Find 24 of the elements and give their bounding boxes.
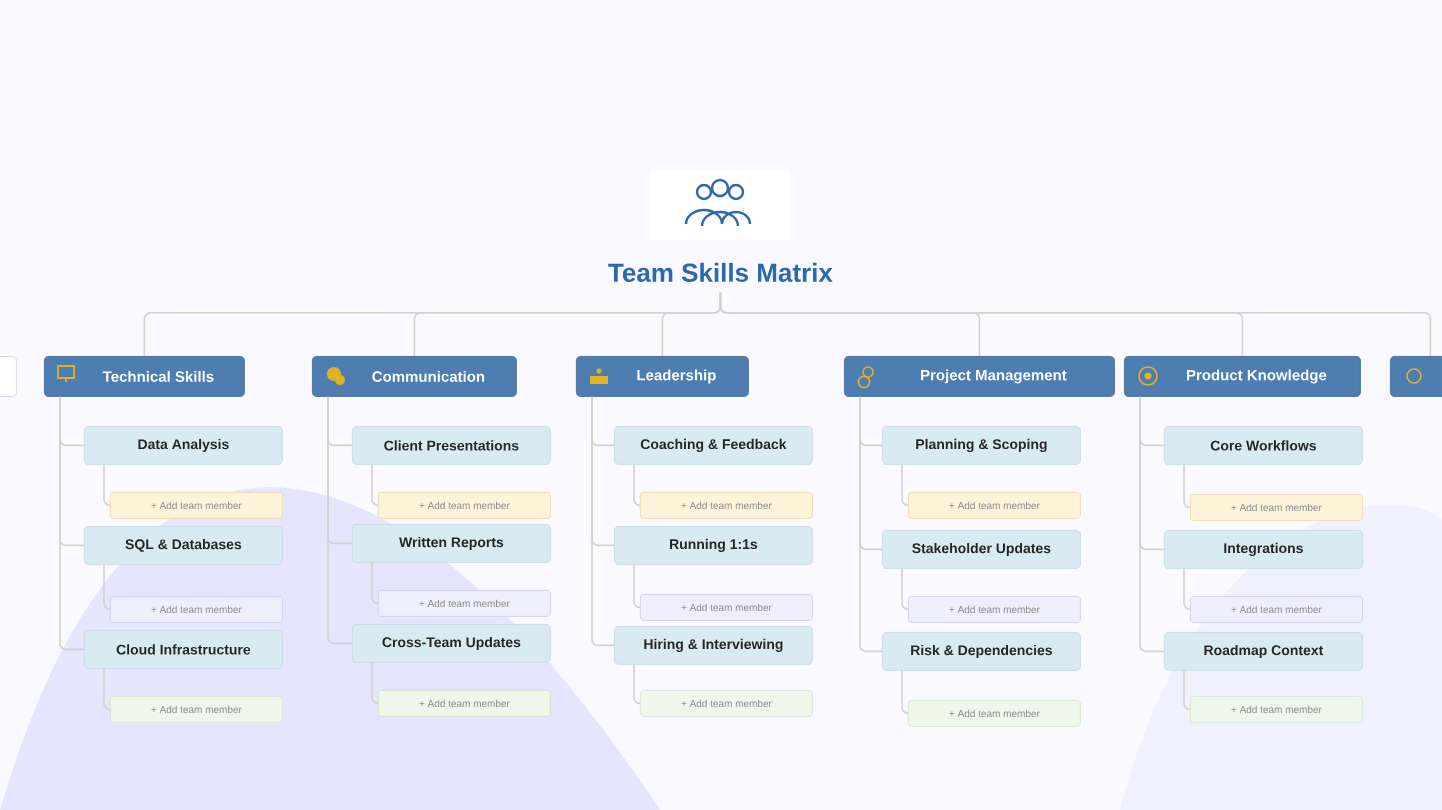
connector <box>719 292 1432 357</box>
partial-box <box>0 356 17 397</box>
connector <box>1183 464 1191 509</box>
connector <box>859 396 883 653</box>
partial-box <box>1390 356 1442 397</box>
connector <box>901 464 909 507</box>
connector <box>1139 396 1165 653</box>
connector <box>633 464 641 507</box>
connector <box>633 664 641 705</box>
title: Team Skills Matrix <box>608 262 833 282</box>
connector <box>1183 670 1191 711</box>
connector <box>371 464 379 507</box>
connector <box>103 668 111 711</box>
connector <box>371 562 379 605</box>
connector <box>327 396 353 645</box>
connector <box>59 396 85 651</box>
connector <box>633 564 641 609</box>
connector <box>103 464 111 507</box>
connector <box>371 662 379 705</box>
connector <box>901 568 909 611</box>
connector <box>1183 568 1191 611</box>
connector <box>901 670 909 715</box>
connector <box>591 396 615 647</box>
connector <box>103 564 111 611</box>
